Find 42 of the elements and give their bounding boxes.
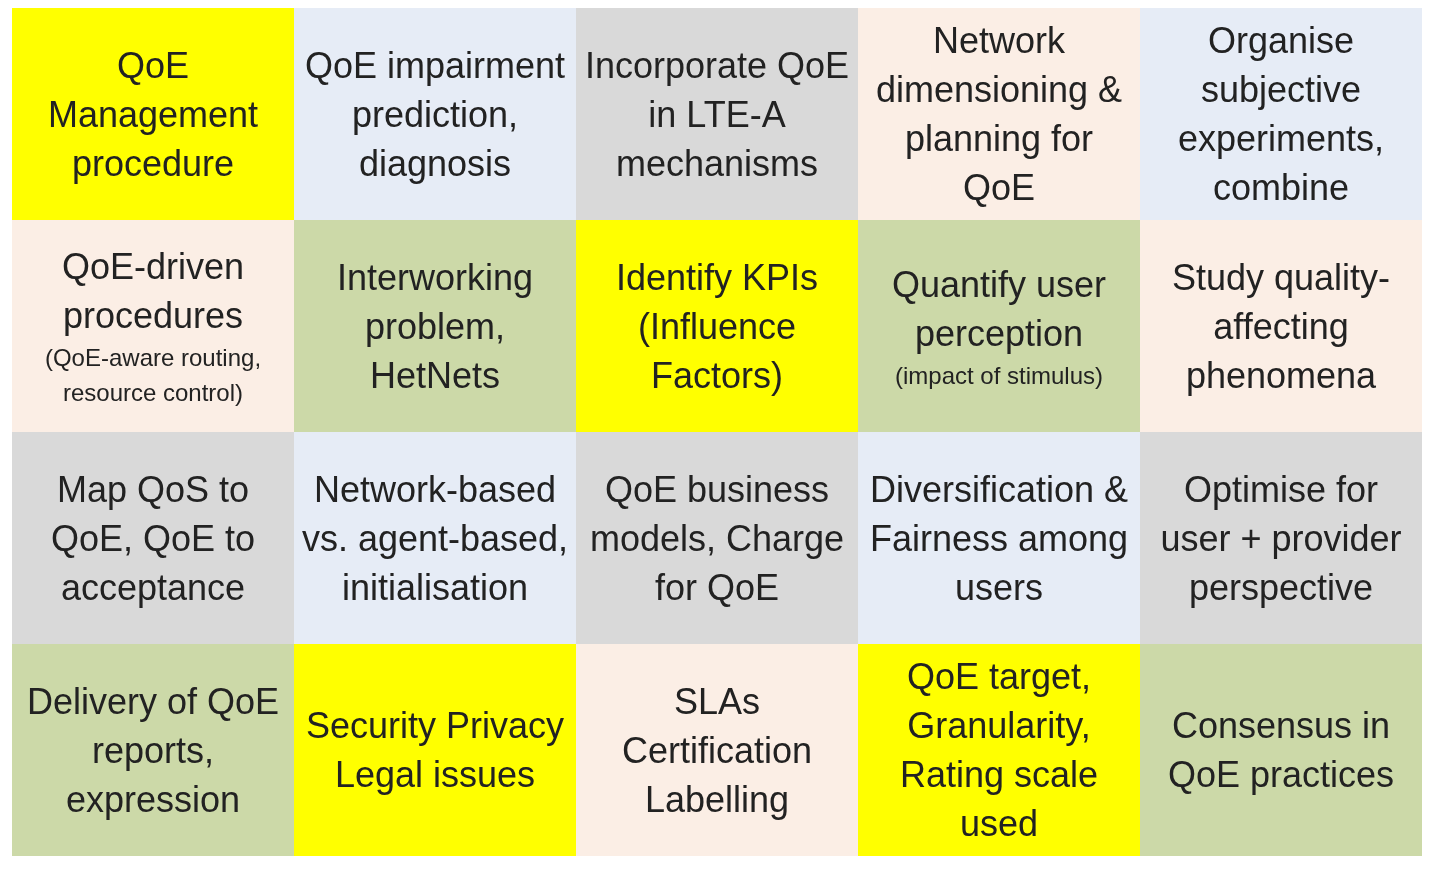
puzzle-piece: [294, 644, 576, 856]
piece-label: Study quality-affecting phenomena: [1170, 255, 1392, 398]
piece-label: Optimise for user + provider perspective: [1159, 467, 1403, 610]
puzzle-piece: [858, 220, 1140, 432]
piece-note: (QoE-aware routing, resource control): [43, 343, 263, 408]
puzzle-piece: [1140, 432, 1422, 644]
piece-label: QoE impairment prediction, diagnosis: [303, 43, 567, 186]
puzzle-piece: [1140, 644, 1422, 856]
puzzle-piece: [12, 644, 294, 856]
piece-label: QoE Management procedure: [46, 43, 260, 186]
puzzle-piece: [12, 432, 294, 644]
piece-label: Quantify user perception: [890, 262, 1108, 356]
piece-label: Delivery of QoE reports, expression: [25, 679, 281, 822]
puzzle-piece: [1140, 220, 1422, 432]
puzzle-piece: [12, 220, 294, 432]
piece-label: Identify KPIs (Influence Factors): [614, 255, 820, 398]
piece-label: Map QoS to QoE, QoE to acceptance: [49, 467, 257, 610]
puzzle-piece: [1140, 8, 1422, 220]
piece-label: Consensus in QoE practices: [1166, 704, 1396, 797]
puzzle-piece: [576, 8, 858, 220]
puzzle-piece: [576, 220, 858, 432]
puzzle-piece: [576, 432, 858, 644]
piece-label: Network-based vs. agent-based, initialisation: [300, 467, 570, 610]
puzzle-piece: [294, 432, 576, 644]
piece-label: Security Privacy Legal issues: [304, 704, 566, 797]
piece-label: SLAs Certification Labelling: [620, 679, 814, 822]
piece-note: (impact of stimulus): [894, 360, 1103, 391]
piece-label: Incorporate QoE in LTE-A mechanisms: [583, 43, 851, 186]
puzzle-piece: [576, 644, 858, 856]
piece-label: Organise subjective experiments, combine: [1176, 19, 1386, 210]
puzzle-piece: [294, 8, 576, 220]
puzzle-piece: [294, 220, 576, 432]
piece-label: QoE-driven procedures: [60, 245, 246, 338]
piece-label: Diversification & Fairness among users: [868, 467, 1130, 610]
piece-label: QoE target, Granularity, Rating scale used: [898, 655, 1100, 846]
piece-label: QoE business models, Charge for QoE: [588, 467, 846, 610]
piece-label: Interworking problem, HetNets: [335, 255, 535, 398]
piece-label: Network dimensioning & planning for QoE: [874, 19, 1124, 210]
puzzle-piece: [858, 432, 1140, 644]
puzzle-piece: [12, 8, 294, 220]
puzzle-piece: [858, 644, 1140, 856]
puzzle-piece: [858, 8, 1140, 220]
